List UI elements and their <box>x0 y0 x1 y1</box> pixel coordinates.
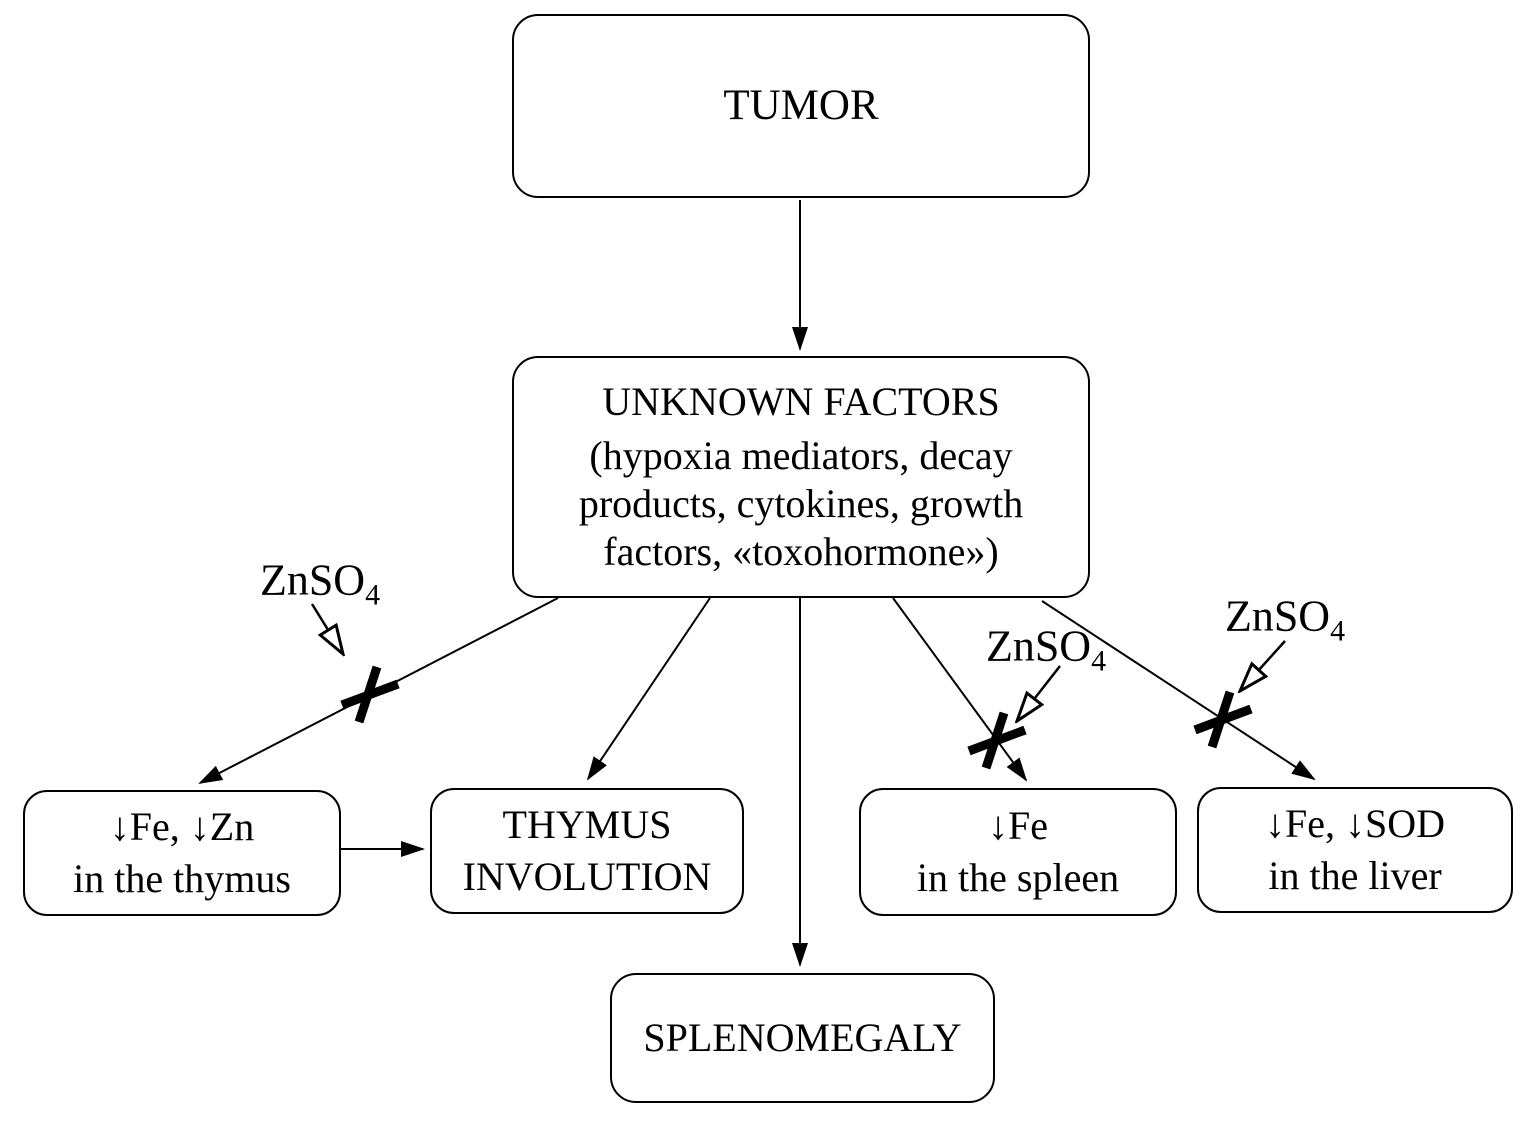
znso4-pointer-left <box>310 603 343 654</box>
znso4-label-left: ZnSO4 <box>259 555 380 610</box>
znso4-subscript: 4 <box>365 578 381 612</box>
arrow-unknown-to-thymus-involution <box>586 597 711 781</box>
arrow-unknown-to-liver <box>1041 600 1316 781</box>
liver-iron-sod-line-2: in the liver <box>1268 853 1442 898</box>
node-spleen-iron: ↓Fe in the spleen <box>859 788 1177 916</box>
liver-iron-sod-line-1: ↓Fe, ↓SOD <box>1264 801 1446 846</box>
znso4-formula: ZnSO <box>259 555 366 605</box>
spleen-iron-line-1: ↓Fe <box>988 803 1048 848</box>
unknown-factors-subtitle-line-2: products, cytokines, growth <box>578 481 1024 526</box>
znso4-subscript: 4 <box>1091 644 1107 678</box>
blocked-x-icon-right <box>1193 690 1253 749</box>
arrow-unknown-to-spleen <box>892 597 1028 782</box>
znso4-formula: ZnSO <box>985 621 1092 671</box>
znso4-pointer-middle <box>1017 665 1061 721</box>
node-thymus-involution: THYMUS INVOLUTION <box>430 788 744 914</box>
znso4-label-right: ZnSO4 <box>1224 591 1345 646</box>
spleen-iron-line-2: in the spleen <box>916 855 1120 900</box>
blocked-x-icon-left <box>340 665 400 724</box>
unknown-factors-subtitle-line-1: (hypoxia mediators, decay <box>589 433 1013 478</box>
node-thymus-minerals: ↓Fe, ↓Zn in the thymus <box>23 790 341 916</box>
node-unknown-factors: UNKNOWN FACTORS (hypoxia mediators, deca… <box>512 356 1090 598</box>
blocked-x-icon-middle <box>967 711 1027 770</box>
znso4-subscript: 4 <box>1330 614 1346 648</box>
znso4-label-middle: ZnSO4 <box>985 621 1106 676</box>
znso4-formula: ZnSO <box>1224 591 1331 641</box>
znso4-pointer-right <box>1240 640 1286 691</box>
node-tumor: TUMOR <box>512 14 1090 198</box>
unknown-factors-title: UNKNOWN FACTORS <box>602 379 1000 424</box>
splenomegaly-label: SPLENOMEGALY <box>643 1015 962 1060</box>
node-splenomegaly: SPLENOMEGALY <box>610 973 995 1103</box>
node-tumor-label: TUMOR <box>723 82 879 130</box>
node-liver-iron-sod: ↓Fe, ↓SOD in the liver <box>1197 787 1513 913</box>
thymus-involution-line-2: INVOLUTION <box>462 854 712 899</box>
thymus-minerals-line-1: ↓Fe, ↓Zn <box>109 804 255 849</box>
thymus-involution-line-1: THYMUS <box>502 802 672 847</box>
thymus-minerals-line-2: in the thymus <box>73 856 291 901</box>
unknown-factors-subtitle-line-3: factors, «toxohormone») <box>603 529 999 574</box>
